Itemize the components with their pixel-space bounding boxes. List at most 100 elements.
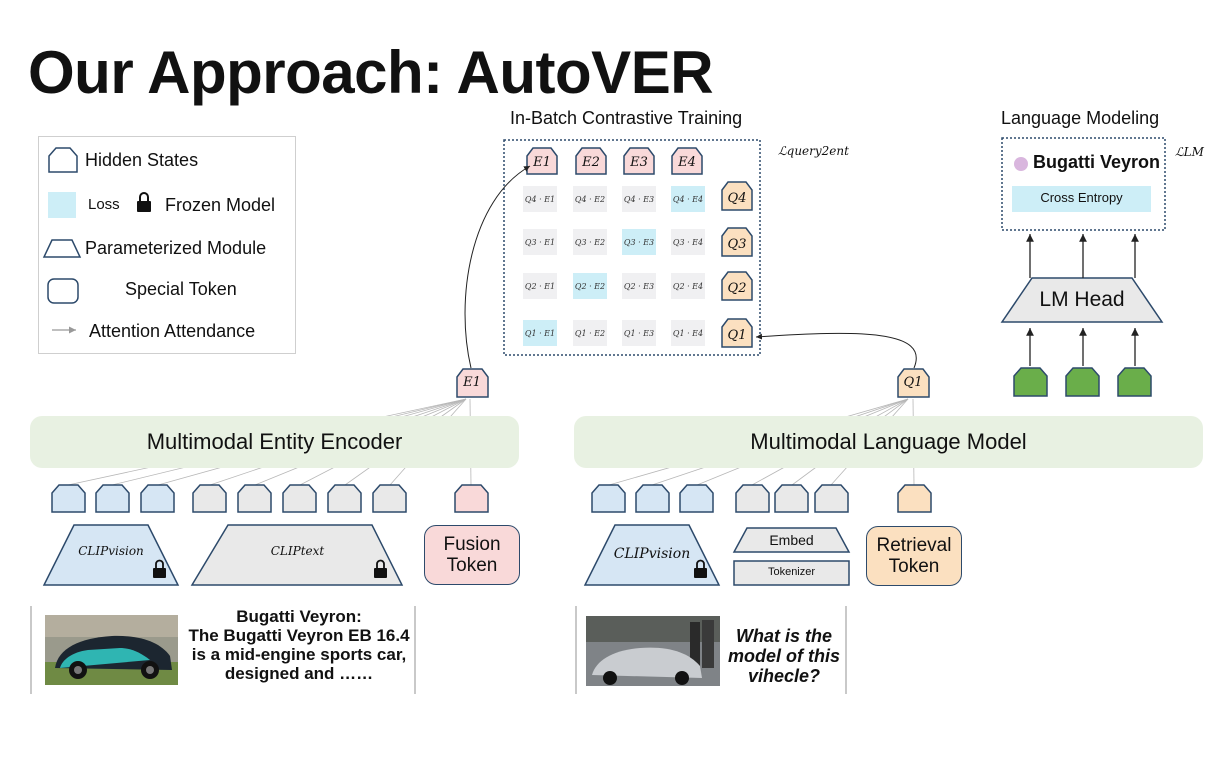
question-line: What is the bbox=[735, 626, 832, 646]
entity-token-icon bbox=[526, 147, 558, 175]
query-label: Q1 bbox=[727, 328, 747, 343]
entity-label: E4 bbox=[678, 155, 696, 170]
contrastive-title: In-Batch Contrastive Training bbox=[510, 108, 743, 128]
query-label: Q3 bbox=[727, 237, 747, 252]
query-input-frame bbox=[575, 606, 847, 694]
legend-special-token: Special Token bbox=[125, 279, 237, 299]
entity-label: E1 bbox=[533, 155, 551, 170]
similarity-cell: Q1 · E4 bbox=[671, 320, 705, 346]
lm-loss-label: ℒLM bbox=[1175, 145, 1204, 159]
slide-title: Our Approach: AutoVER bbox=[28, 39, 714, 106]
fusion-token-line1: Fusion bbox=[443, 534, 501, 555]
lm-clip-vision-module bbox=[583, 524, 721, 586]
query-to-matrix-arrow bbox=[755, 332, 917, 369]
lm-title: Language Modeling bbox=[1001, 108, 1160, 128]
fusion-token-box: Fusion Token bbox=[424, 525, 520, 585]
query-question: What is the model of this vihecle? bbox=[724, 626, 844, 686]
similarity-cell: Q1 · E2 bbox=[573, 320, 607, 346]
query-token-column bbox=[721, 181, 753, 348]
similarity-cell: Q3 · E1 bbox=[523, 229, 557, 255]
legend-frozen-model: Frozen Model bbox=[165, 195, 276, 215]
lm-output-text: Bugatti Veyron bbox=[1033, 152, 1161, 172]
vision-token-icon bbox=[140, 484, 175, 513]
lm-clip-vision-label: CLIPvision bbox=[613, 546, 691, 562]
query-token-icon bbox=[721, 227, 753, 257]
lock-icon bbox=[153, 559, 166, 578]
lock-icon bbox=[374, 559, 387, 578]
output-dot-icon bbox=[1014, 157, 1028, 171]
retrieval-token-line1: Retrieval bbox=[876, 535, 952, 556]
text-token-icon bbox=[327, 484, 362, 513]
tokenizer-box bbox=[733, 560, 850, 586]
clip-text-label: CLIPtext bbox=[270, 544, 325, 558]
entity-caption-line: Bugatti Veyron: bbox=[236, 607, 362, 626]
query-output-label: Q1 bbox=[903, 375, 923, 390]
text-token-icon bbox=[237, 484, 272, 513]
fusion-token-icon bbox=[454, 484, 489, 513]
question-line: vihecle? bbox=[747, 666, 821, 686]
query-token-icon bbox=[721, 318, 753, 348]
query-label: Q2 bbox=[727, 281, 747, 296]
entity-output-label: E1 bbox=[463, 375, 481, 390]
lock-icon bbox=[694, 559, 707, 578]
entity-caption-line: designed and …… bbox=[224, 664, 374, 683]
tokenizer-label: Tokenizer bbox=[767, 566, 816, 578]
lock-icon bbox=[137, 192, 151, 212]
lm-hidden-token-icon bbox=[1117, 367, 1152, 397]
entity-encoder-band: Multimodal Entity Encoder bbox=[30, 416, 519, 468]
query-label: Q4 bbox=[727, 191, 747, 206]
contrastive-box bbox=[503, 139, 761, 356]
entity-to-matrix-arrow bbox=[464, 165, 531, 369]
similarity-cell: Q3 · E3 bbox=[622, 229, 656, 255]
similarity-cell: Q2 · E4 bbox=[671, 273, 705, 299]
legend-loss: Loss bbox=[88, 196, 120, 213]
legend-hidden-states: Hidden States bbox=[85, 150, 199, 170]
entity-caption-line: is a mid-engine sports car, bbox=[191, 645, 407, 664]
clip-vision-label: CLIPvision bbox=[78, 544, 144, 558]
clip-vision-module bbox=[42, 524, 180, 586]
special-token-icon bbox=[47, 278, 79, 304]
clip-text-module bbox=[190, 524, 404, 586]
loss-swatch-icon bbox=[48, 192, 76, 218]
similarity-cell: Q2 · E1 bbox=[523, 273, 557, 299]
encoder-input-tokens bbox=[51, 484, 489, 513]
entity-token-row bbox=[526, 147, 703, 175]
text-token-icon bbox=[282, 484, 317, 513]
retrieval-token-line2: Token bbox=[888, 556, 940, 577]
vision-token-icon bbox=[679, 484, 714, 513]
query-output-token-icon bbox=[897, 368, 930, 398]
entity-label: E2 bbox=[582, 155, 600, 170]
similarity-cell: Q4 · E3 bbox=[622, 186, 656, 212]
retrieval-token-icon bbox=[897, 484, 932, 513]
query-token-icon bbox=[721, 181, 753, 211]
entity-token-icon bbox=[623, 147, 655, 175]
entity-token-icon bbox=[671, 147, 703, 175]
text-token-icon bbox=[192, 484, 227, 513]
similarity-cell: Q1 · E1 bbox=[523, 320, 557, 346]
contrastive-loss-label: ℒquery2ent bbox=[778, 144, 849, 158]
text-token-icon bbox=[774, 484, 809, 513]
vision-token-icon bbox=[635, 484, 670, 513]
lm-input-tokens bbox=[591, 484, 932, 513]
lm-green-tokens bbox=[1013, 367, 1152, 397]
embed-module bbox=[732, 527, 851, 553]
embed-label: Embed bbox=[769, 532, 814, 548]
entity-output-token-icon bbox=[456, 368, 489, 398]
text-token-icon bbox=[372, 484, 407, 513]
entity-input-frame bbox=[30, 606, 416, 694]
cross-entropy-label: Cross Entropy bbox=[1040, 190, 1123, 205]
lm-hidden-token-icon bbox=[1013, 367, 1048, 397]
lm-box bbox=[1001, 137, 1166, 231]
retrieval-token-box: Retrieval Token bbox=[866, 526, 962, 586]
legend bbox=[38, 136, 296, 354]
text-token-icon bbox=[814, 484, 849, 513]
cross-entropy-box bbox=[1012, 186, 1151, 212]
fusion-token-line2: Token bbox=[446, 555, 498, 576]
language-model-band: Multimodal Language Model bbox=[574, 416, 1203, 468]
vision-token-icon bbox=[591, 484, 626, 513]
vision-token-icon bbox=[51, 484, 86, 513]
similarity-cell: Q3 · E4 bbox=[671, 229, 705, 255]
entity-token-icon bbox=[575, 147, 607, 175]
similarity-cell: Q3 · E2 bbox=[573, 229, 607, 255]
